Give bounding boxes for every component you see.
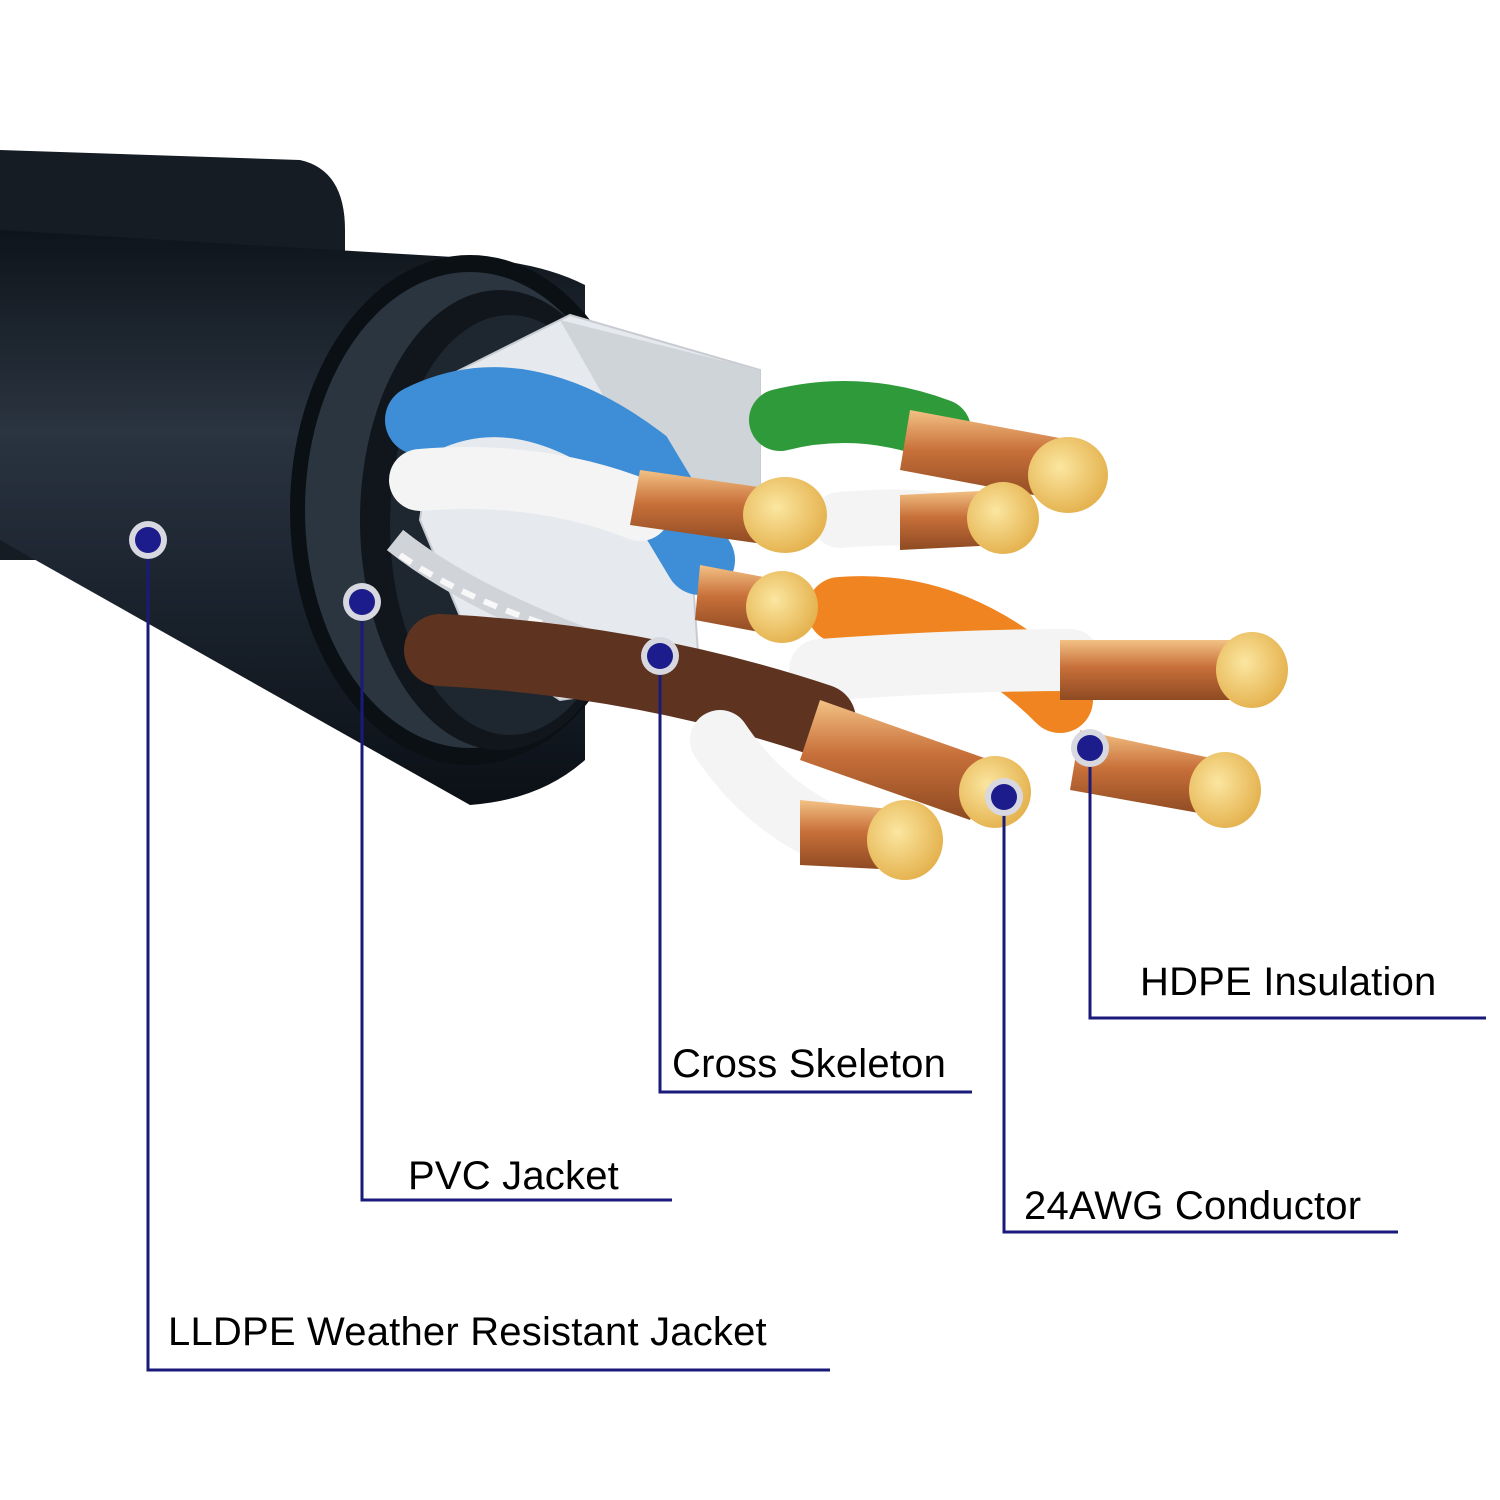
leader-line-hdpe-insulation [1088,748,1486,1020]
blue-wire [385,367,735,595]
white-wire-orange-pair [789,629,1101,701]
label-hdpe-insulation: HDPE Insulation [1140,960,1437,1004]
leader-line-lldpe-jacket [146,540,830,1372]
label-pvc-jacket: PVC Jacket [408,1154,619,1198]
label-lldpe-jacket: LLDPE Weather Resistant Jacket [168,1310,767,1354]
label-cross-skeleton: Cross Skeleton [672,1042,947,1086]
leader-line-pvc-jacket [360,602,672,1202]
marker-dot-hdpe-insulation [1077,735,1103,761]
white-wire-blue-pair [389,447,671,541]
marker-dot-pvc-jacket [349,589,375,615]
leader-line-cross-skeleton [658,656,972,1094]
copper-conductors [630,410,1288,880]
leader-line-conductor [1002,797,1398,1234]
label-conductor: 24AWG Conductor [1024,1184,1362,1228]
callout-leader-lines [129,521,1486,1372]
marker-dot-lldpe-jacket [135,527,161,553]
brown-wire [404,614,856,756]
marker-dot-conductor [991,784,1017,810]
marker-dot-cross-skeleton [647,643,673,669]
